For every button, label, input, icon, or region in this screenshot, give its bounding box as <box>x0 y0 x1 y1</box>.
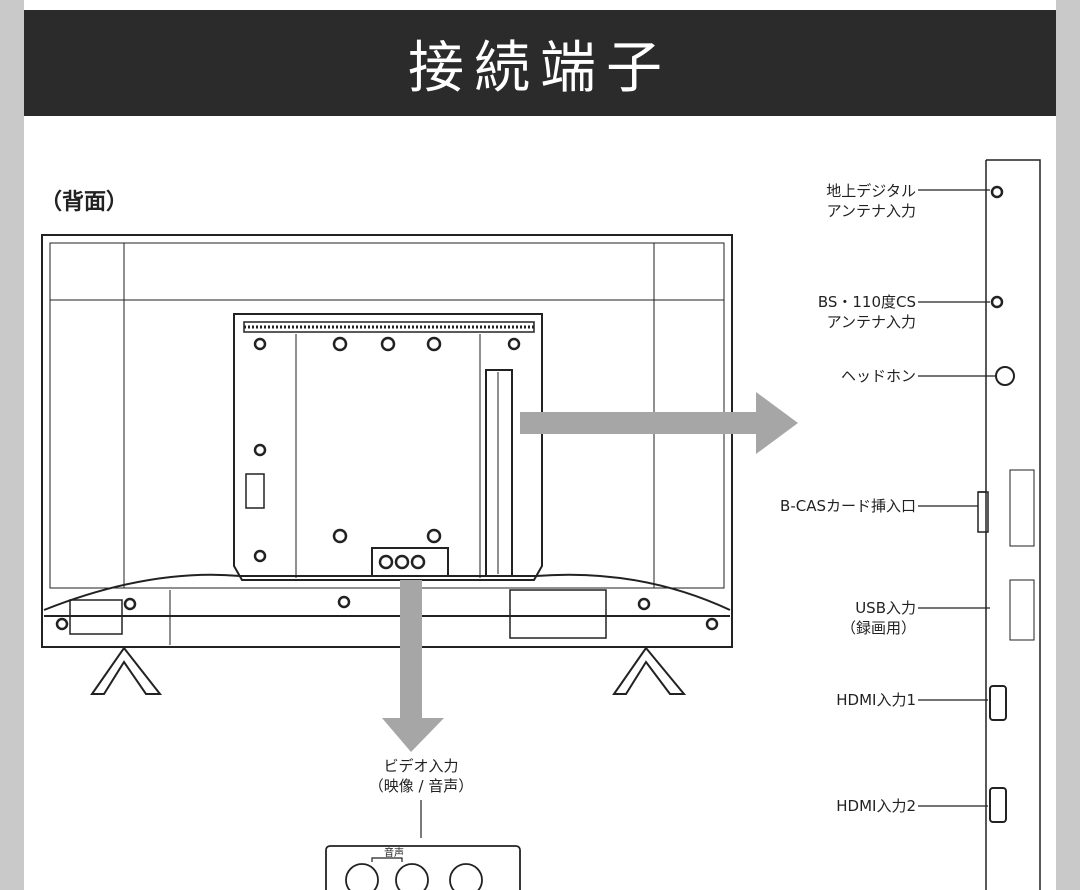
arrow-to-side-panel <box>520 392 798 454</box>
hdmi1-label: HDMI入力1 <box>836 691 916 709</box>
manual-page <box>24 0 1056 890</box>
audio-label: 音声 <box>384 848 404 859</box>
arrow-to-video-input <box>382 580 444 752</box>
rear-view-label: （背面） <box>40 190 129 215</box>
video-input-closeup <box>325 845 521 890</box>
bcas-slot-label: B-CASカード挿入口 <box>780 497 916 515</box>
hdmi2-label: HDMI入力2 <box>836 797 916 815</box>
center-back-panel <box>233 313 543 581</box>
screw-holes <box>55 336 719 631</box>
page-header: 接続端子 <box>24 10 1056 116</box>
page-title: 接続端子 <box>408 35 672 101</box>
leader-lines <box>420 189 996 838</box>
tv-stands <box>90 646 687 695</box>
terrestrial-antenna-label: 地上デジタル アンテナ入力 <box>826 182 916 220</box>
side-terminal-panel <box>977 159 1041 890</box>
tv-body <box>41 234 733 648</box>
usb-input-label: USB入力 （録画用） <box>840 599 916 637</box>
headphone-label: ヘッドホン <box>840 367 916 385</box>
bs-cs-antenna-label: BS・110度CS アンテナ入力 <box>817 293 916 331</box>
video-input-label: ビデオ入力 （映像 / 音声） <box>368 757 474 795</box>
